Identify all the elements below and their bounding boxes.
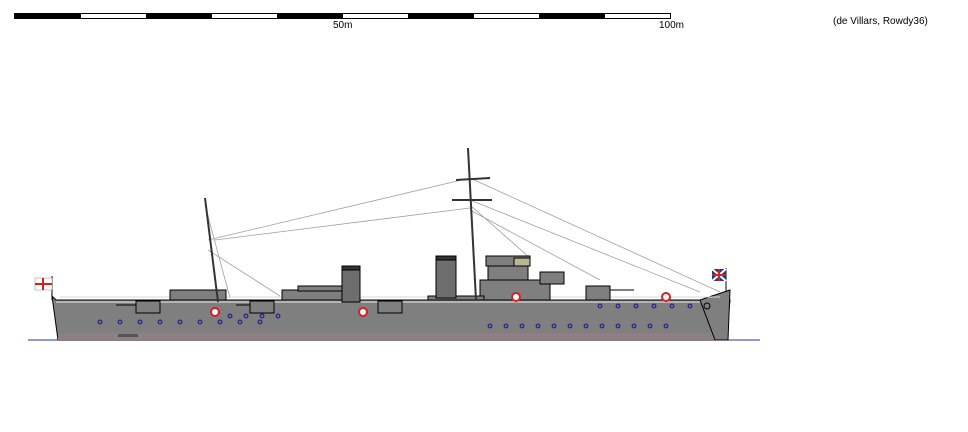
forward-house (539, 271, 565, 285)
aft-deckhouse (169, 289, 227, 301)
porthole (567, 323, 573, 329)
yards (452, 177, 492, 201)
porthole (259, 313, 265, 319)
scale-segment (146, 14, 212, 18)
main-mast (204, 197, 219, 303)
fore-funnel-cap (435, 255, 457, 261)
porthole (687, 303, 693, 309)
porthole (197, 319, 203, 325)
b-gun (585, 285, 611, 301)
porthole (243, 313, 249, 319)
scale-bar (14, 13, 671, 19)
scale-segment (539, 14, 605, 18)
fore-mast (467, 147, 477, 301)
porthole (535, 323, 541, 329)
porthole (519, 323, 525, 329)
scale-segment (15, 14, 81, 18)
porthole (275, 313, 281, 319)
porthole (157, 319, 163, 325)
union-jack (711, 268, 727, 292)
scale-label-100m: 100m (659, 20, 685, 31)
porthole (663, 323, 669, 329)
porthole (217, 319, 223, 325)
scale-label-50m: 50m (333, 20, 353, 31)
porthole (503, 323, 509, 329)
portholes (97, 303, 693, 329)
porthole (647, 323, 653, 329)
boat-boom (118, 334, 138, 337)
masts (204, 147, 477, 303)
scale-segment (408, 14, 474, 18)
white-ensign (34, 276, 53, 300)
fore-funnel (435, 257, 457, 299)
author-credit: (de Villars, Rowdy36) (833, 16, 928, 27)
life-rings (210, 292, 671, 317)
porthole (487, 323, 493, 329)
porthole (97, 319, 103, 325)
aft-funnel-cap (341, 265, 361, 271)
aft-funnel (341, 267, 361, 303)
porthole (615, 303, 621, 309)
scale-segment (473, 14, 539, 18)
y-gun (135, 300, 161, 314)
porthole (669, 303, 675, 309)
rangefinder (513, 257, 531, 267)
scale-segment (211, 14, 277, 18)
porthole (257, 319, 263, 325)
q-gun (377, 300, 403, 314)
superstructure (169, 255, 565, 301)
bow (699, 289, 731, 341)
porthole (651, 303, 657, 309)
porthole (633, 303, 639, 309)
porthole (117, 319, 123, 325)
porthole (615, 323, 621, 329)
porthole (237, 319, 243, 325)
boot-topping (58, 333, 726, 340)
gun-mounts (116, 285, 634, 314)
scale-segment (604, 14, 670, 18)
funnels (341, 255, 457, 303)
porthole (551, 323, 557, 329)
rigging (204, 177, 721, 299)
bridge (487, 265, 529, 281)
porthole (631, 323, 637, 329)
scale-segment (342, 14, 408, 18)
porthole (599, 323, 605, 329)
tt-platform (297, 285, 343, 292)
porthole (597, 303, 603, 309)
porthole (137, 319, 143, 325)
anchor-hawse (703, 302, 711, 310)
scale-segment (80, 14, 146, 18)
x-gun (249, 300, 275, 314)
scale-segment (277, 14, 343, 18)
porthole (177, 319, 183, 325)
porthole (227, 313, 233, 319)
porthole (583, 323, 589, 329)
